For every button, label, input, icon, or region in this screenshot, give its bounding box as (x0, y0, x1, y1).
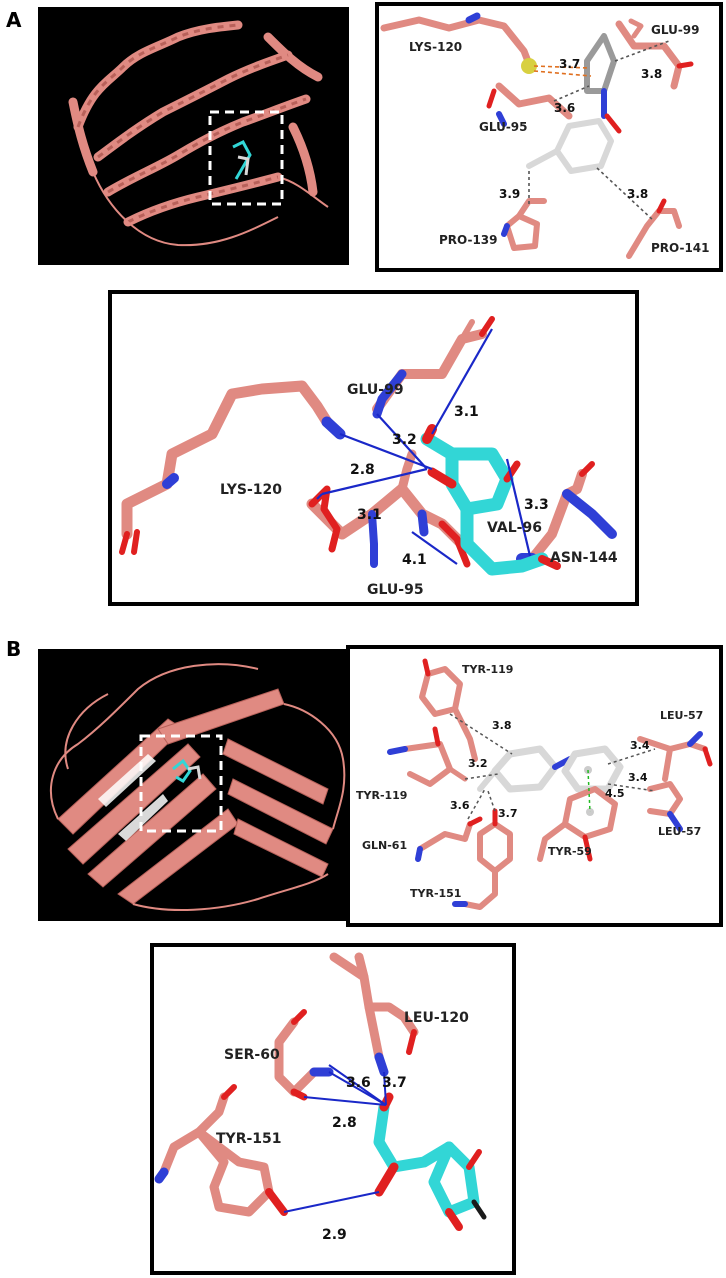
distance-label: 3.7 (382, 1075, 407, 1091)
panel-b-zoom-2: LEU-120 SER-60 TYR-151 3.6 3.7 2.8 2.9 (150, 943, 516, 1275)
residue-label: TYR-119 (356, 789, 407, 802)
residue-label: GLU-95 (367, 582, 424, 598)
panel-a-overview (38, 7, 349, 265)
panel-a-zoom-2-diagram: GLU-99 LYS-120 VAL-96 ASN-144 GLU-95 3.1… (119, 316, 618, 598)
distance-label: 4.5 (605, 787, 625, 800)
panel-a-zoom-2: GLU-99 LYS-120 VAL-96 ASN-144 GLU-95 3.1… (108, 290, 639, 606)
distance-label: 3.4 (628, 771, 648, 784)
residue-label: TYR-151 (216, 1131, 282, 1147)
residue-label: PRO-141 (651, 241, 710, 255)
distance-label: 3.7 (559, 57, 580, 71)
panel-b-zoom-1: TYR-119 TYR-119 GLN-61 TYR-151 LEU-57 LE… (346, 645, 723, 927)
residue-label: TYR-59 (548, 845, 592, 858)
residue-label: TYR-151 (410, 887, 461, 900)
residue-label: GLU-99 (651, 23, 700, 37)
hydrogen-bonds (283, 1064, 387, 1213)
residue-label: TYR-119 (462, 663, 513, 676)
residue-label: GLU-99 (347, 382, 404, 398)
distance-label: 2.9 (322, 1227, 347, 1243)
panel-a-zoom-1-diagram: LYS-120 GLU-99 GLU-95 PRO-139 PRO-141 3.… (380, 12, 710, 259)
residue-label: LYS-120 (409, 40, 462, 54)
distance-label: 3.8 (492, 719, 512, 732)
panel-b-overview (38, 649, 353, 921)
pi-stacking-line (587, 769, 591, 813)
residue-label: LEU-120 (404, 1010, 469, 1026)
residue-label: GLN-61 (362, 839, 407, 852)
distance-label: 4.1 (402, 552, 427, 568)
panel-b-zoom-2-diagram: LEU-120 SER-60 TYR-151 3.6 3.7 2.8 2.9 (154, 952, 487, 1243)
panel-label-b: B (6, 637, 22, 661)
helical-protein-cartoon (68, 20, 329, 247)
zoom-region-box (139, 734, 223, 833)
beta-sheet-protein-cartoon (49, 663, 346, 912)
zoom-region-box (208, 110, 284, 206)
panel-b-zoom-1-diagram: TYR-119 TYR-119 GLN-61 TYR-151 LEU-57 LE… (356, 658, 713, 910)
residue-label: LEU-57 (658, 825, 701, 838)
cation-pi-line (533, 65, 590, 69)
distance-label: 3.2 (392, 432, 417, 448)
residue-label: SER-60 (224, 1047, 280, 1063)
distance-label: 3.6 (554, 101, 575, 115)
distance-label: 3.1 (357, 507, 382, 523)
distance-label: 3.4 (630, 739, 650, 752)
panel-label-a: A (6, 8, 22, 32)
residue-label: VAL-96 (487, 520, 542, 536)
distance-label: 3.8 (641, 67, 662, 81)
ligand-overview (172, 758, 202, 783)
distance-label: 2.8 (350, 462, 375, 478)
distance-label: 3.1 (454, 404, 479, 420)
residue-label: GLU-95 (479, 120, 528, 134)
ligand-overview (232, 140, 252, 180)
sulfur-atom (521, 58, 537, 74)
residue-label: LYS-120 (220, 482, 282, 498)
residue-label: ASN-144 (550, 550, 618, 566)
residue-label: PRO-139 (439, 233, 498, 247)
panel-a-zoom-1: LYS-120 GLU-99 GLU-95 PRO-139 PRO-141 3.… (375, 2, 723, 272)
distance-label: 3.2 (468, 757, 488, 770)
hydrogen-bonds (316, 328, 532, 565)
distance-label: 3.6 (450, 799, 470, 812)
distance-label: 3.8 (627, 187, 648, 201)
distance-label: 3.6 (346, 1075, 371, 1091)
distance-label: 2.8 (332, 1115, 357, 1131)
distance-label: 3.9 (499, 187, 520, 201)
distance-label: 3.7 (498, 807, 518, 820)
distance-label: 3.3 (524, 497, 549, 513)
residue-label: LEU-57 (660, 709, 703, 722)
